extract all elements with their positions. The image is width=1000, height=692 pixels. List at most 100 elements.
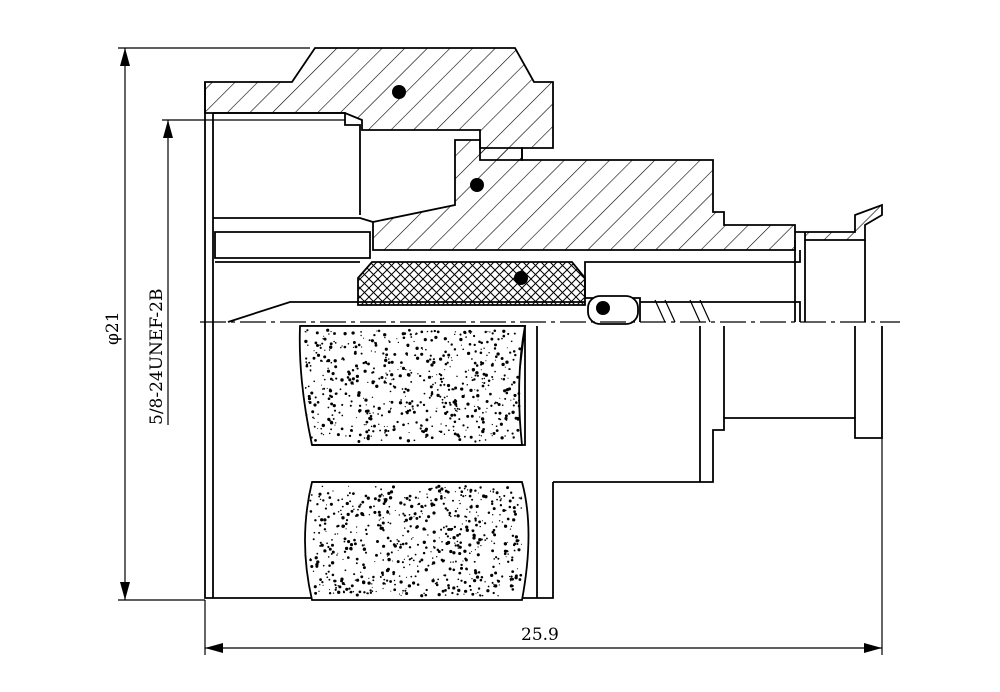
speckle-dot	[496, 352, 500, 356]
speckle-dot	[492, 528, 496, 532]
speckle-dot	[363, 544, 366, 546]
speckle-dot	[461, 394, 465, 399]
speckle-dot	[361, 500, 365, 504]
speckle-dot	[376, 330, 378, 332]
speckle-dot	[313, 403, 317, 407]
speckle-dot	[494, 401, 497, 404]
speckle-dot	[469, 332, 472, 335]
speckle-dot	[315, 331, 319, 335]
speckle-dot	[499, 397, 501, 399]
speckle-dot	[495, 525, 498, 528]
speckle-dot	[436, 548, 440, 552]
speckle-dot	[313, 425, 316, 428]
speckle-dot	[336, 554, 338, 556]
speckle-dot	[409, 525, 412, 528]
speckle-dot	[477, 399, 479, 401]
speckle-dot	[400, 594, 402, 597]
speckle-dot	[513, 510, 516, 513]
speckle-dot	[428, 396, 431, 399]
speckle-dot	[417, 502, 421, 506]
speckle-dot	[380, 375, 384, 380]
speckle-dot	[417, 497, 419, 499]
speckle-dot	[437, 550, 441, 554]
speckle-dot	[507, 368, 510, 370]
speckle-dot	[431, 487, 433, 490]
speckle-dot	[429, 416, 432, 418]
speckle-dot	[424, 568, 428, 572]
speckle-dot	[327, 570, 330, 573]
speckle-dot	[481, 381, 483, 384]
speckle-dot	[345, 587, 349, 591]
speckle-dot	[354, 350, 357, 354]
speckle-dot	[487, 331, 489, 333]
speckle-dot	[459, 541, 462, 544]
speckle-dot	[334, 579, 337, 583]
speckle-dot	[409, 564, 411, 566]
speckle-dot	[415, 421, 418, 424]
speckle-dot	[380, 571, 384, 575]
speckle-dot	[493, 583, 495, 586]
speckle-dot	[406, 344, 410, 348]
speckle-dot	[380, 518, 382, 520]
speckle-dot	[444, 486, 446, 489]
speckle-dot	[493, 533, 497, 537]
speckle-dot	[480, 575, 484, 579]
thread-hatching	[654, 299, 711, 323]
speckle-dot	[480, 369, 482, 371]
speckle-dot	[429, 358, 432, 361]
speckle-dot	[405, 542, 408, 545]
speckle-dot	[453, 525, 457, 529]
speckle-dot	[374, 341, 378, 345]
speckle-dot	[449, 549, 453, 554]
speckle-dot	[442, 502, 445, 505]
speckle-dot	[468, 584, 472, 588]
speckle-dot	[381, 573, 384, 577]
speckle-dot	[420, 510, 423, 513]
speckle-dot	[400, 412, 404, 415]
speckle-dot	[341, 498, 344, 501]
speckle-dot	[394, 583, 396, 586]
speckle-dot	[476, 394, 480, 398]
speckle-dot	[431, 557, 434, 559]
speckle-dot	[325, 504, 328, 506]
speckle-dot	[430, 338, 434, 342]
speckle-dot	[362, 566, 366, 570]
speckle-dot	[460, 579, 463, 582]
speckle-dot	[437, 485, 440, 488]
speckle-dot	[323, 518, 327, 522]
speckle-dot	[341, 403, 344, 406]
speckle-dot	[401, 542, 405, 546]
speckle-dot	[385, 382, 388, 384]
speckle-dot	[484, 539, 487, 541]
speckle-dot	[481, 361, 485, 365]
speckle-dot	[432, 383, 434, 386]
speckle-dot	[338, 411, 341, 414]
speckle-dot	[353, 508, 355, 511]
speckle-dot	[374, 341, 375, 343]
speckle-dot	[444, 369, 446, 371]
speckle-dot	[421, 348, 424, 350]
speckle-dot	[322, 584, 324, 586]
speckle-dot	[402, 589, 404, 592]
speckle-dot	[449, 403, 452, 406]
arrow-icon	[120, 582, 130, 600]
speckle-dot	[420, 594, 424, 598]
speckle-dot	[363, 424, 365, 426]
speckle-dot	[462, 424, 465, 427]
speckle-dot	[396, 542, 399, 545]
speckle-dot	[363, 369, 367, 373]
speckle-dot	[466, 489, 469, 491]
speckle-dot	[317, 427, 319, 430]
speckle-dot	[318, 492, 322, 496]
speckle-dot	[317, 421, 319, 423]
speckle-dot	[501, 362, 505, 367]
speckle-dot	[328, 564, 331, 567]
speckle-dot	[514, 416, 518, 420]
speckle-dot	[405, 591, 409, 596]
speckle-dot	[508, 368, 511, 371]
speckle-dot	[389, 490, 394, 494]
speckle-dot	[500, 357, 504, 360]
speckle-dot	[494, 571, 498, 575]
arrow-icon	[205, 643, 223, 653]
speckle-dot	[480, 435, 483, 437]
